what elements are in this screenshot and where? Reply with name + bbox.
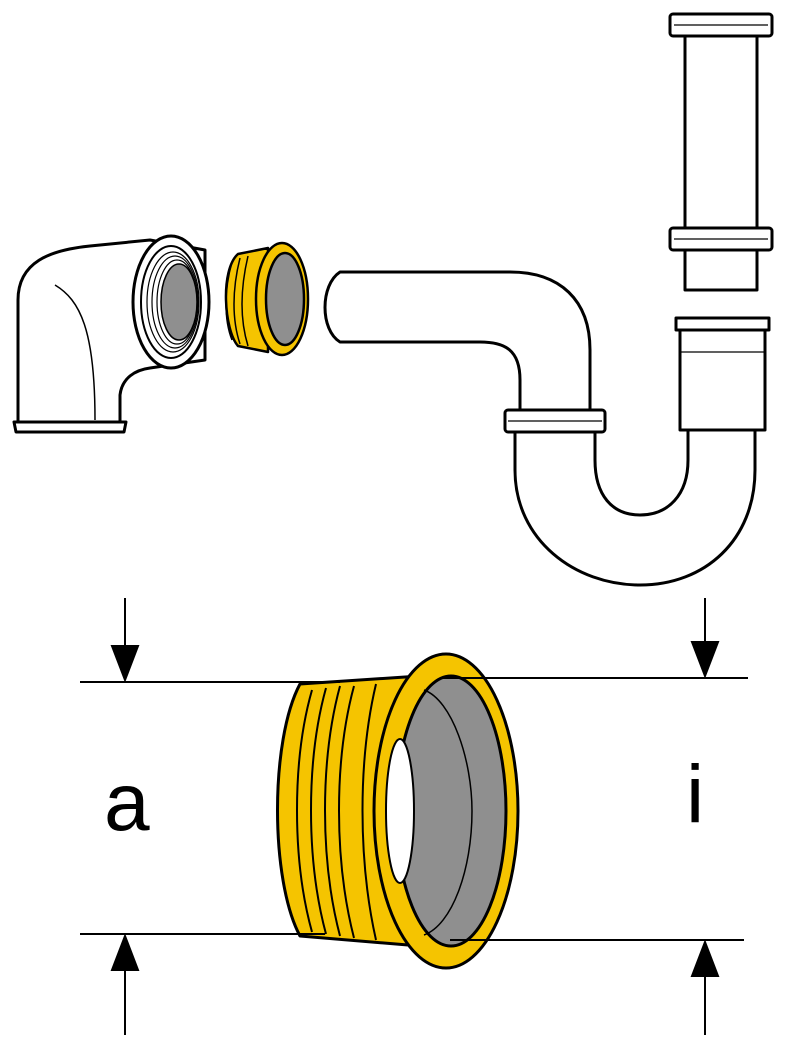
dimension-lines	[80, 598, 748, 1035]
arrow-down-left	[110, 645, 140, 683]
adapter-ring-small	[224, 241, 310, 357]
elbow-fitting	[12, 234, 211, 434]
siphon-trap	[323, 270, 771, 587]
arrow-up-right	[690, 939, 720, 977]
inner-diameter-label: i	[686, 749, 704, 840]
tailpiece-tube	[668, 12, 774, 292]
adapter-ring-large	[276, 652, 520, 970]
arrow-down-right	[690, 641, 720, 679]
outer-diameter-label: a	[104, 757, 150, 848]
arrow-up-left	[110, 933, 140, 971]
